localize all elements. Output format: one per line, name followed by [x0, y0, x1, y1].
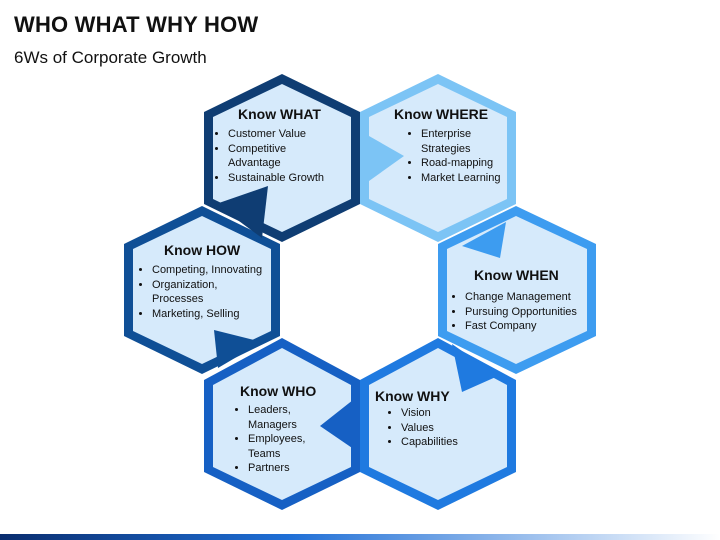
list-item: Enterprise Strategies [421, 127, 483, 156]
list-item: Fast Company [465, 319, 601, 334]
list-item: Change Management [465, 290, 601, 305]
list-item: Pursuing Opportunities [465, 305, 601, 320]
hex-when-fill [447, 216, 587, 364]
list-item: Market Learning [421, 171, 525, 186]
bottom-accent-bar [0, 534, 720, 540]
hex-what-title: Know WHAT [238, 106, 321, 122]
hex-where-fill [369, 84, 507, 232]
hex-who-title: Know WHO [240, 383, 317, 399]
list-item: Capabilities [401, 435, 501, 450]
arrow-when-to-where [462, 222, 506, 258]
hex-why-list: Vision Values Capabilities [387, 406, 501, 450]
list-item: Sustainable Growth [228, 171, 354, 186]
hex-how-list: Competing, Innovating Organization, Proc… [138, 263, 286, 321]
hex-when-list: Change Management Pursuing Opportunities… [451, 290, 601, 334]
hex-who-list: Leaders, Managers Employees, Teams Partn… [234, 403, 338, 476]
list-item: Customer Value [228, 127, 354, 142]
list-item: Road-mapping [421, 156, 525, 171]
hex-who-fill [213, 348, 351, 500]
hex-where-title: Know WHERE [394, 106, 489, 122]
list-item: Competing, Innovating [152, 263, 286, 278]
list-item: Partners [248, 461, 338, 476]
hex-how-fill [133, 216, 271, 364]
list-item: Competitive Advantage [228, 142, 308, 171]
arrow-why-to-when [452, 344, 498, 392]
list-item: Values [401, 421, 501, 436]
list-item: Marketing, Selling [152, 307, 286, 322]
hex-how-title: Know HOW [164, 242, 241, 258]
arrow-where-to-what [362, 132, 404, 186]
hex-what-list: Customer Value Competitive Advantage Sus… [214, 127, 354, 185]
hex-where-list: Enterprise Strategies Road-mapping Marke… [407, 127, 525, 185]
list-item: Organization, Processes [152, 278, 224, 307]
page-subtitle: 6Ws of Corporate Growth [14, 48, 207, 67]
list-item: Vision [401, 406, 501, 421]
hex-why-title: Know WHY [375, 388, 450, 404]
hex-when-title: Know WHEN [474, 267, 559, 283]
arrow-who-to-why [320, 396, 358, 452]
list-item: Employees, Teams [248, 432, 312, 461]
arrow-how-to-who [214, 330, 262, 368]
arrow-what-to-how [216, 186, 268, 238]
page-title: WHO WHAT WHY HOW [14, 12, 259, 37]
list-item: Leaders, Managers [248, 403, 304, 432]
